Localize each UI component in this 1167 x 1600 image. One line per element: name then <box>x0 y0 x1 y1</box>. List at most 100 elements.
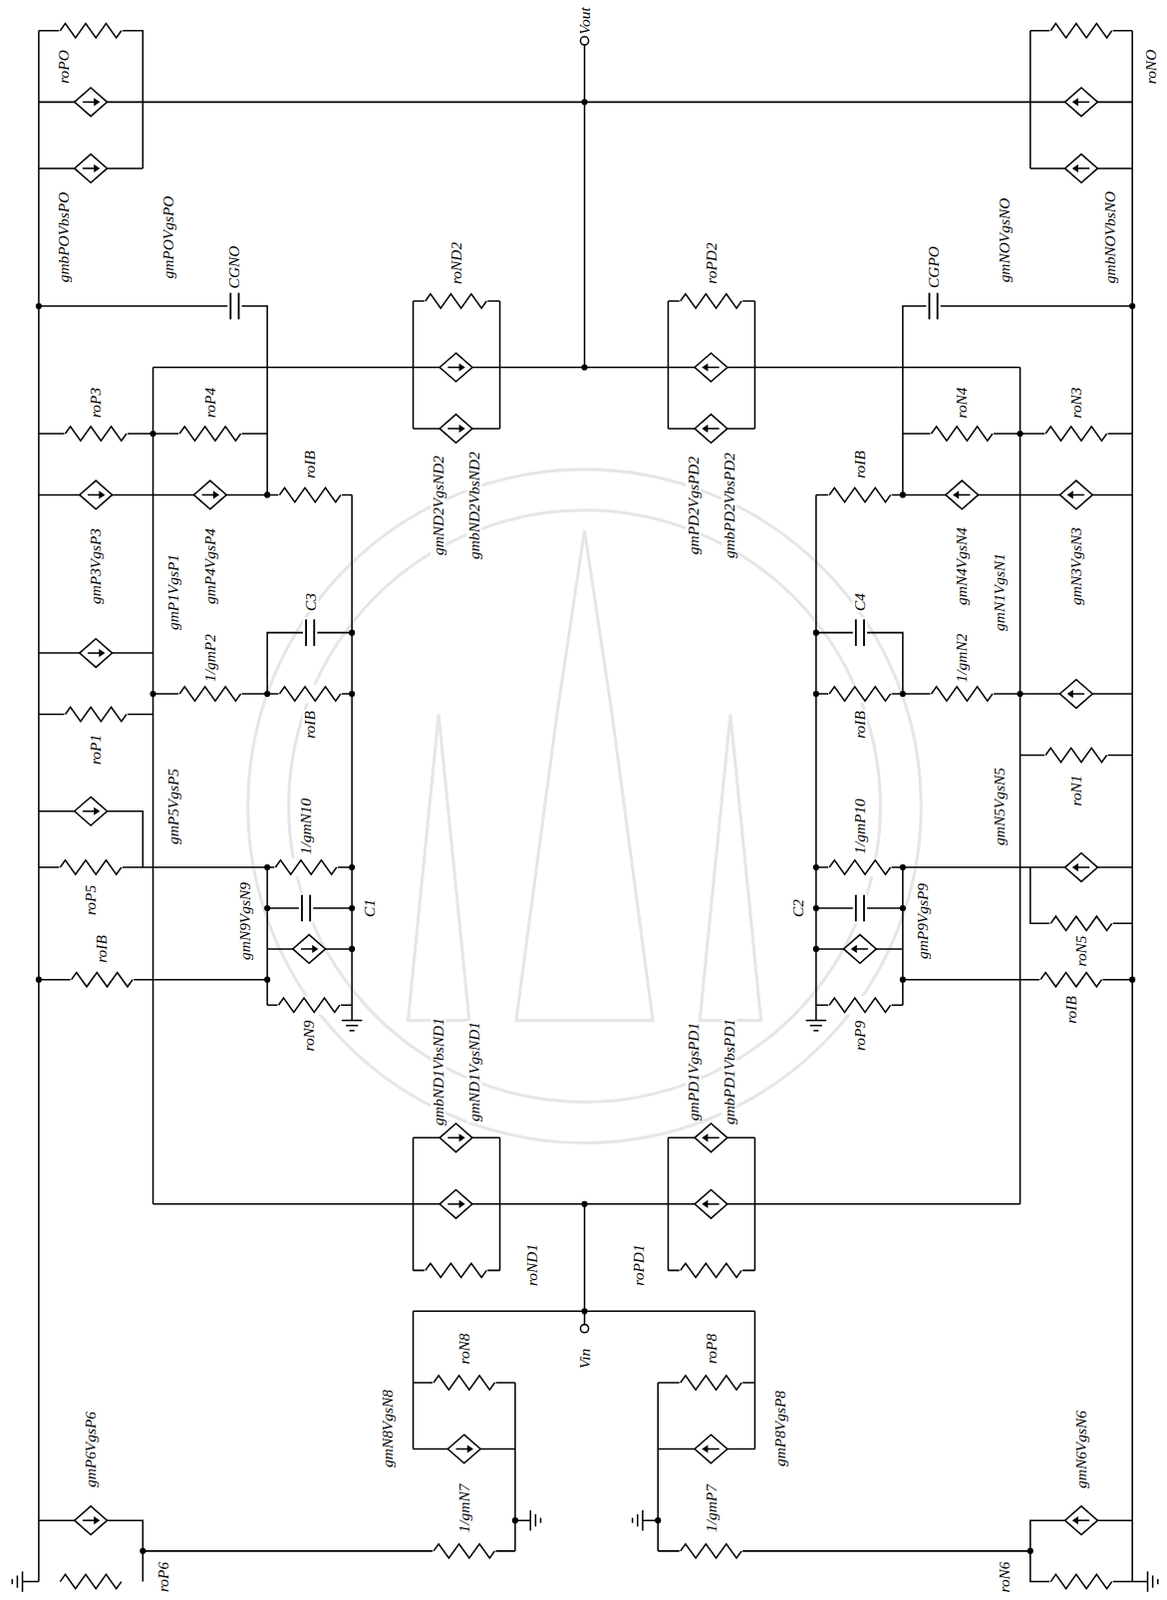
resistor-symbol <box>70 969 134 988</box>
capacitor-symbol <box>227 291 940 924</box>
signal-label: 1/gmP2 <box>202 632 218 683</box>
signal-label: gmN8VgsN8 <box>379 1388 395 1468</box>
signal-label: gmP8VgsP8 <box>772 1389 788 1467</box>
current-source-symbol <box>74 87 1099 1534</box>
junction-dot <box>899 491 906 498</box>
signal-label: gmN4VgsN4 <box>954 526 970 606</box>
current-source-symbol <box>79 638 113 668</box>
current-source-symbol <box>439 1189 473 1219</box>
signal-label: gmN6VgsN6 <box>1073 1409 1089 1489</box>
signal-label: gmPD2VgsPD2 <box>685 455 701 556</box>
junction-dot <box>348 690 355 697</box>
current-source-symbol <box>694 1434 728 1463</box>
junction-dot <box>899 690 906 697</box>
junction-dot <box>654 1516 661 1523</box>
signal-label: roN3 <box>1068 386 1084 420</box>
signal-label: roIB <box>852 709 868 740</box>
signal-label: C1 <box>361 897 377 918</box>
signal-label: gmbND1VbsND1 <box>430 1016 446 1127</box>
signal-label: roND2 <box>448 241 464 286</box>
junction-dot <box>35 976 42 983</box>
junction-dot <box>1017 430 1024 437</box>
current-source-symbol <box>1065 1505 1099 1535</box>
resistor-symbol <box>58 858 122 876</box>
junction-dot <box>899 904 906 911</box>
capacitor-symbol <box>853 616 868 648</box>
signal-label: 1/gmN7 <box>456 1482 472 1534</box>
current-source-symbol <box>1060 679 1094 709</box>
signal-label: gmN1VgsN1 <box>991 552 1007 632</box>
terminal <box>580 36 588 45</box>
signal-label: gmP9VgsP9 <box>915 881 931 960</box>
junction-dot <box>813 629 820 636</box>
junction-dot <box>581 98 587 105</box>
signal-label: Vout <box>577 5 592 35</box>
current-source-symbol <box>694 1123 728 1153</box>
signal-label: roN4 <box>954 386 970 420</box>
current-source-symbol <box>74 1505 108 1535</box>
current-source-symbol <box>694 352 728 382</box>
resistor-symbol <box>278 684 341 703</box>
ground-symbol <box>341 1020 362 1031</box>
signal-label: C3 <box>302 591 318 612</box>
junction-dot <box>512 1516 519 1523</box>
watermark <box>407 714 469 1021</box>
resistor-symbol <box>679 291 743 310</box>
current-source-symbol <box>1060 480 1094 510</box>
signal-label: gmNOVgsNO <box>996 196 1012 284</box>
signal-label: CGPO <box>925 245 941 290</box>
resistor-symbol <box>178 684 242 703</box>
signal-label: gmN9VgsN9 <box>237 880 253 961</box>
current-source-symbol <box>439 352 473 382</box>
junction-dot <box>1017 690 1024 697</box>
resistor-symbol <box>178 424 242 443</box>
signal-label: gmP5VgsP5 <box>165 767 181 846</box>
capacitor-symbol <box>227 291 242 322</box>
resistor-symbol <box>58 20 1113 1590</box>
signal-label: roP5 <box>82 883 98 916</box>
capacitor-symbol <box>298 892 313 924</box>
junction-dot <box>264 904 271 911</box>
resistor-symbol <box>1044 424 1108 443</box>
ground-symbol <box>1148 1570 1159 1591</box>
resistor-symbol <box>1044 745 1108 764</box>
signal-label: gmPOVgsPO <box>160 194 176 280</box>
resistor-symbol <box>828 858 891 876</box>
signal-label: roN6 <box>996 1559 1012 1593</box>
junction-dot <box>581 1307 587 1314</box>
current-source-symbol <box>1065 154 1099 184</box>
ground-symbol <box>530 1509 541 1530</box>
current-source-symbol <box>694 1189 728 1219</box>
signal-label: roN5 <box>1073 933 1089 967</box>
junction-dot <box>813 945 820 952</box>
junction-dot <box>348 629 355 636</box>
signal-label: C4 <box>852 591 868 612</box>
junction-dot <box>348 864 355 871</box>
current-source-symbol <box>74 154 108 184</box>
junction-dot <box>149 690 156 697</box>
signal-label: roIB <box>301 449 317 480</box>
current-source-symbol <box>79 480 113 510</box>
signal-label: roIB <box>94 933 110 964</box>
watermark <box>699 714 761 1021</box>
junction-dot <box>35 98 1136 1554</box>
capacitor-symbol <box>302 616 317 648</box>
junction-dot <box>1129 302 1136 309</box>
capacitor-symbol <box>925 291 940 322</box>
signal-label: roP6 <box>155 1559 171 1592</box>
signal-label: roPD1 <box>630 1243 646 1287</box>
signal-label: roP3 <box>87 386 103 419</box>
current-source-symbol <box>945 480 979 510</box>
signal-label: gmbPOVbsPO <box>55 190 71 284</box>
resistor-symbol <box>1039 969 1103 988</box>
junction-dot <box>264 690 271 697</box>
terminal <box>580 36 588 1333</box>
resistor-symbol <box>1049 20 1113 39</box>
signal-label: gmP4VgsP4 <box>202 527 218 605</box>
signal-label: gmN5VgsN5 <box>991 766 1007 847</box>
signal-label: gmbND2VbsND2 <box>466 450 482 561</box>
signal-label: gmP1VgsP1 <box>165 553 181 631</box>
signal-label: roP1 <box>87 733 103 766</box>
resistor-symbol <box>278 485 341 504</box>
resistor-symbol <box>1049 1571 1113 1590</box>
